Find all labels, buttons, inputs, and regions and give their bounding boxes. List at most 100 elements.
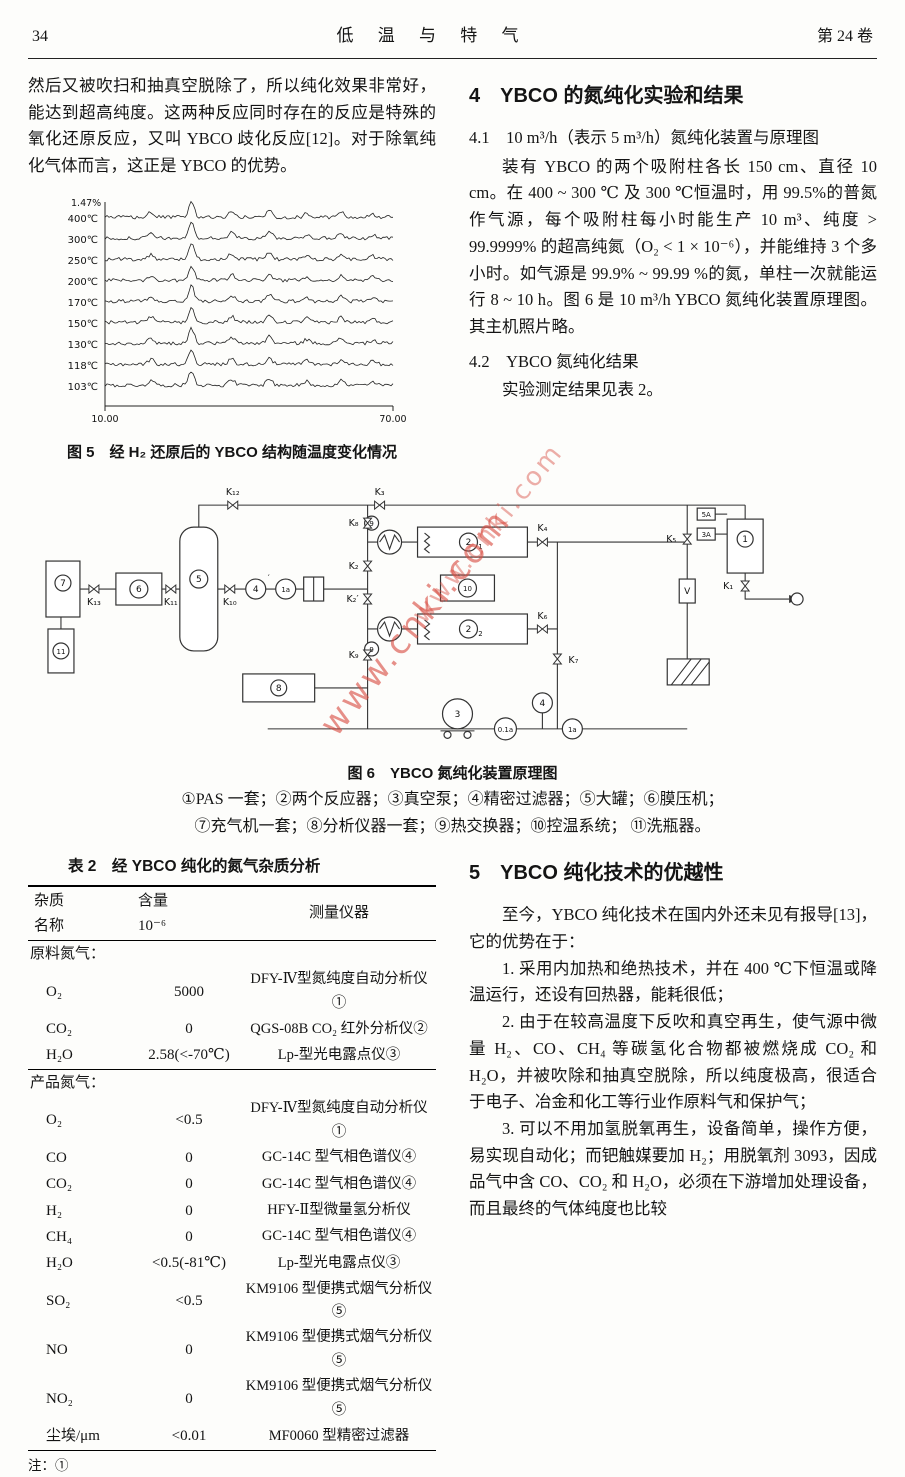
section5-paragraphs: 至今，YBCO 纯化技术在国内外还未见有报导[13]，它的优势在于： 1. 采用内…	[469, 902, 877, 1223]
fig5-temperature-label: 103℃	[68, 382, 98, 393]
valve-k12-label: K₁₂	[226, 487, 240, 498]
compressor-number	[129, 579, 149, 599]
fig5-trace	[104, 221, 394, 241]
impurity-name: CO₂	[46, 1176, 73, 1193]
instrument-name: MF0060 型精密过滤器	[268, 1427, 410, 1444]
instrument-name: Lp-型光电露点仪③	[277, 1046, 401, 1063]
figure6-caption: 图 6 YBCO 氮纯化装置原理图	[347, 764, 558, 782]
intro-paragraph: 然后又被吹扫和抽真空脱除了，所以纯化效果非常好，能达到超高纯度。这两种反应同时存…	[28, 75, 436, 176]
filter-prime-label: 4	[253, 585, 259, 595]
section5-paragraph: 3. 可以不用加氢脱氧再生，设备简单，操作方便，易实现自动化；而钯触媒要加 H₂…	[469, 1118, 877, 1219]
flowmeter-1a2-circle	[561, 718, 583, 740]
valve-k9-label: K₉	[349, 650, 359, 661]
instrument-name: GC-14C 型气相色谱仪④	[261, 1149, 417, 1166]
impurity-name: O₂	[46, 983, 63, 1000]
sieve-3a-label: 3A	[702, 531, 711, 539]
instrument-name: KM9106 型便携式烟气分析仪⑤	[245, 1329, 433, 1369]
instrument-name: DFY-Ⅳ型氮纯度自动分析仪①	[250, 971, 428, 1011]
reactor1-label: 2	[466, 538, 472, 548]
fig5-temperature-label: 170℃	[68, 298, 98, 309]
reactor1-number	[458, 532, 479, 552]
outlet-circle	[790, 592, 804, 606]
impurity-name: NO₂	[46, 1390, 73, 1407]
table2-col1-header: 杂质 名称	[28, 886, 136, 941]
instrument-name: HFY-Ⅱ型微量氢分析仪	[267, 1202, 411, 1219]
table2-group-row: 原料氮气：	[28, 940, 436, 967]
instrument-name: GC-14C 型气相色谱仪④	[261, 1228, 417, 1245]
analyzer-number	[270, 679, 288, 697]
valve-k10-label: K₁₀	[223, 597, 237, 608]
right-column-bottom: 5 YBCO 纯化技术的优越性 至今，YBCO 纯化技术在国内外还未见有报导[1…	[469, 850, 877, 1476]
sieve-5a-label: 5A	[702, 511, 711, 519]
fig5-trace	[104, 371, 394, 388]
flowmeter-1a-circle	[275, 578, 297, 600]
section5-paragraph: 1. 采用内加热和绝热技术，并在 400 ℃下恒温或降温运行，还设有回热器，能耗…	[469, 958, 877, 1005]
fig5-temperature-label: 118℃	[68, 361, 98, 372]
fig5-temperature-label: 130℃	[68, 340, 98, 351]
tank-box	[179, 526, 219, 652]
sieve-5a-box	[696, 507, 716, 521]
reactor2-label: 2	[466, 625, 472, 635]
tank-label: 5	[196, 575, 202, 585]
impurity-name: H₂O	[46, 1047, 73, 1064]
table2-col2-header: 含量 10⁻⁶	[136, 886, 242, 941]
valve-k8-label: K₈	[349, 518, 359, 529]
table2-title: 表 2 经 YBCO 纯化的氮气杂质分析	[68, 858, 321, 876]
fig5-trace	[104, 200, 393, 220]
filter-label: 4	[540, 699, 546, 709]
table2-footnote: 注：①	[28, 1449, 436, 1477]
section5-paragraph: 至今，YBCO 纯化技术在国内外还未见有报导[13]，它的优势在于：	[469, 905, 877, 951]
washer-number	[52, 642, 70, 660]
fig5-trace	[104, 243, 394, 262]
inflator-label: 7	[60, 579, 66, 589]
hx-top-label: 9	[369, 520, 373, 528]
vacuum-pump-circle	[441, 698, 474, 730]
group-label: 原料氮气：	[30, 945, 106, 962]
fig5-xmax-label: 70.00	[379, 414, 406, 425]
col1-line1: 杂质	[34, 893, 65, 910]
impurity-name: CH₄	[46, 1228, 73, 1245]
pump-wheel	[463, 730, 472, 739]
analyzer-label: 8	[276, 684, 282, 694]
impurity-name: CO	[46, 1150, 67, 1167]
valve-labels: K₁₃ K₁₁ K₁₀ K₁₂ K₃ K₈ K₂ K₂′ K₉ K₄ K₆ K₇…	[87, 487, 733, 666]
sieve-3a-box	[696, 527, 716, 541]
group-label: 产品氮气：	[30, 1074, 106, 1091]
impurity-name: SO₂	[46, 1292, 71, 1309]
fig5-temperature-label: 200℃	[68, 277, 98, 288]
fig5-trace	[104, 283, 394, 304]
flowmeter-1a-label: 1a	[281, 586, 290, 594]
valve-k7-label: K₇	[568, 655, 578, 666]
content-value: 0	[185, 1228, 193, 1245]
fig5-temperature-label: 250℃	[68, 256, 98, 267]
fig5-temperature-label: 400℃	[68, 214, 98, 225]
prime-mark: ′	[268, 574, 270, 584]
content-value: 5000	[174, 983, 204, 1000]
content-value: 0	[185, 1390, 193, 1407]
impurity-name: H₂O	[46, 1255, 73, 1272]
valve-k13-label: K₁₃	[87, 597, 101, 608]
compressor-label: 6	[136, 585, 142, 595]
flowmeter-1a2-label: 1a	[568, 726, 577, 734]
fig5-trace	[104, 306, 394, 325]
temp-control-number	[457, 578, 478, 598]
pump-wheel	[443, 730, 452, 739]
flowmeter-01a-circle	[493, 717, 518, 741]
temp-control-label: 10	[463, 585, 472, 593]
valves	[88, 499, 751, 665]
page-number: 34	[32, 28, 48, 45]
impurity-name: NO	[46, 1341, 68, 1358]
page-header: 34 低 温 与 特 气 第 24 卷	[28, 22, 877, 59]
section4-heading: 4 YBCO 的氮纯化实验和结果	[469, 84, 744, 107]
valve-v-box	[678, 578, 696, 604]
right-column-top: 4 YBCO 的氮纯化实验和结果 4.1 10 m³/h（表示 5 m³/h）氮…	[469, 73, 877, 465]
journal-title: 低 温 与 特 气	[336, 26, 529, 45]
